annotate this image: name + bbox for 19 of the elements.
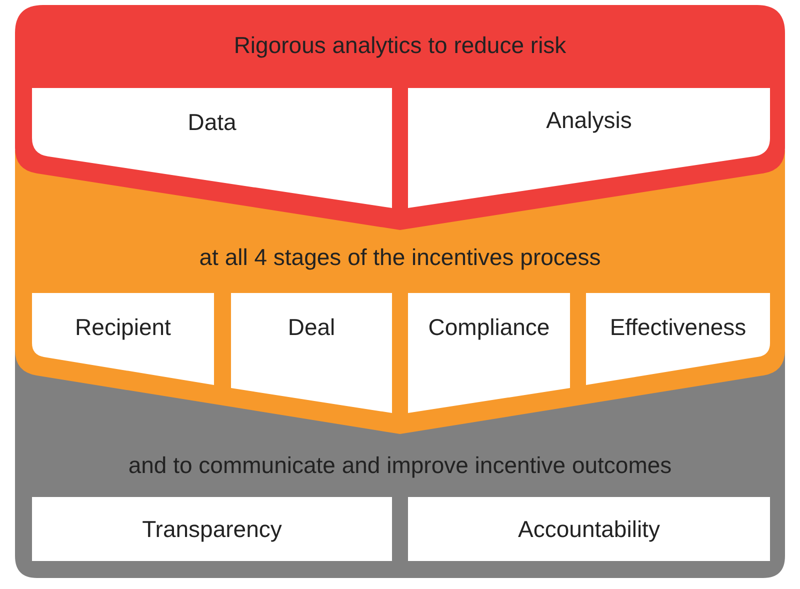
band-heading: Rigorous analytics to reduce risk <box>232 31 568 59</box>
box-label: Data <box>186 108 238 136</box>
stage-box <box>32 497 392 561</box>
stage-box <box>32 293 214 385</box>
box-label: Compliance <box>427 313 551 341</box>
box-label: Accountability <box>517 515 661 543</box>
box-label: Transparency <box>141 515 283 543</box>
band-heading: and to communicate and improve incentive outcomes <box>127 451 673 479</box>
box-label: Analysis <box>545 106 633 134</box>
box-label: Effectiveness <box>608 313 748 341</box>
stage-box <box>32 88 392 208</box>
box-label: Deal <box>286 313 336 341</box>
stage-box <box>408 497 770 561</box>
box-label: Recipient <box>74 313 172 341</box>
band-heading: at all 4 stages of the incentives process <box>198 243 602 271</box>
stage-box <box>586 293 770 385</box>
stage-box <box>231 293 392 413</box>
stage-box <box>408 293 570 413</box>
stage-box <box>408 88 770 208</box>
